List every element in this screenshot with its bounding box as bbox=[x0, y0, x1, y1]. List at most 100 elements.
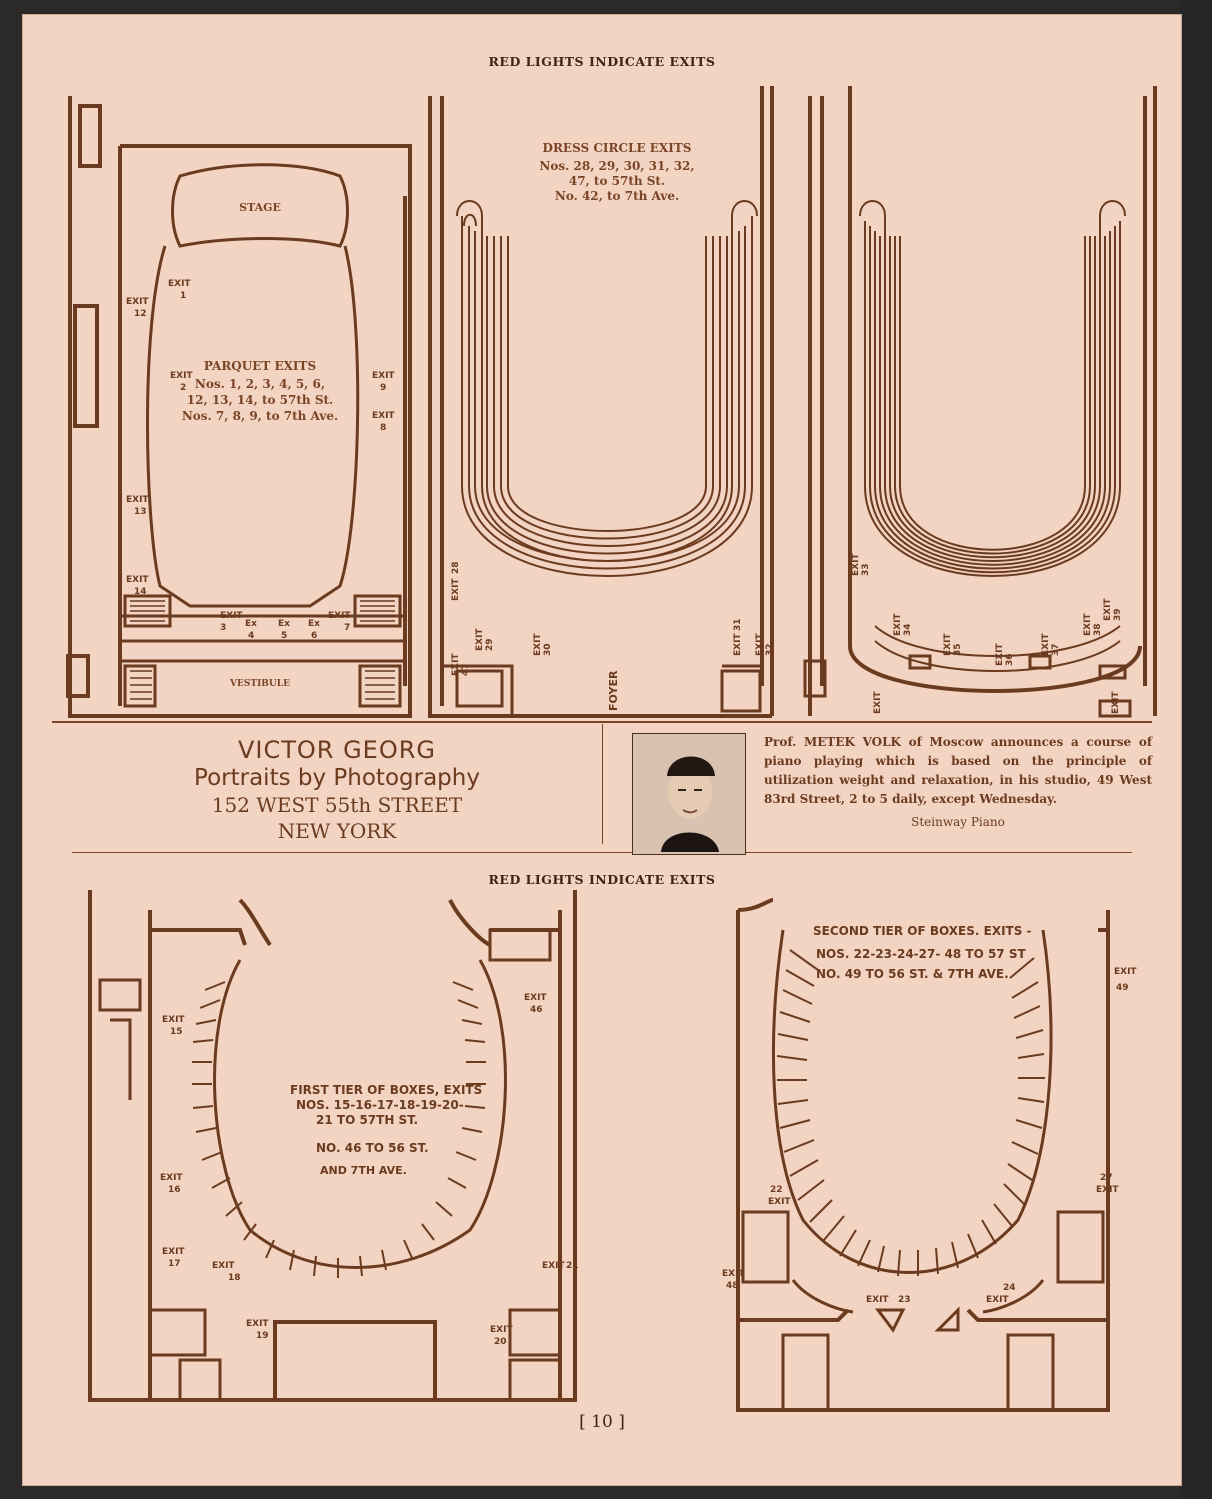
exit-label: EXIT bbox=[995, 643, 1005, 666]
exit-label: EXIT bbox=[220, 611, 243, 621]
exit-label: EXIT bbox=[986, 1295, 1009, 1305]
exit-number: 46 bbox=[530, 1005, 543, 1015]
first-tier-line4: NO. 46 TO 56 ST. bbox=[316, 1141, 429, 1155]
banner-top: RED LIGHTS INDICATE EXITS bbox=[488, 54, 716, 69]
exit-number: 8 bbox=[380, 423, 386, 433]
exit-number: 31 bbox=[733, 618, 743, 631]
exit-label: EXIT bbox=[451, 578, 461, 601]
exit-number: 6 bbox=[311, 631, 317, 641]
balcony-plan: EXIT 33 EXIT 34 EXIT 35 EXIT 36 EXIT 37 … bbox=[800, 86, 1178, 726]
exit-number: 49 bbox=[1116, 983, 1129, 993]
parquet-plan: STAGE VESTIBULE PARQUET EXITS Nos. 1, 2,… bbox=[60, 86, 440, 726]
volk-name: METEK VOLK bbox=[803, 735, 901, 749]
exit-number: 21 bbox=[566, 1261, 579, 1271]
exit-label: EXIT bbox=[212, 1261, 235, 1271]
exit-number: 17 bbox=[168, 1259, 181, 1269]
second-tier-plan: SECOND TIER OF BOXES. EXITS - NOS. 22-23… bbox=[698, 890, 1138, 1420]
banner-bottom: RED LIGHTS INDICATE EXITS bbox=[488, 872, 716, 887]
exit-number: 24 bbox=[1003, 1283, 1016, 1293]
exit-number: 33 bbox=[861, 563, 871, 576]
first-tier-line2: NOS. 15-16-17-18-19-20- bbox=[296, 1098, 464, 1112]
parquet-exits-line1: Nos. 1, 2, 3, 4, 5, 6, bbox=[195, 377, 325, 391]
first-tier-line1: FIRST TIER OF BOXES, EXITS bbox=[290, 1083, 482, 1097]
exit-number: 35 bbox=[953, 643, 963, 656]
exit-label: EXIT bbox=[524, 993, 547, 1003]
exit-label: EXIT bbox=[126, 575, 149, 585]
exit-label: EXIT bbox=[755, 633, 765, 656]
divider-vertical bbox=[602, 724, 603, 844]
divider-bottom bbox=[72, 852, 1132, 853]
exit-number: 39 bbox=[1113, 608, 1123, 621]
exit-label: Ex bbox=[308, 619, 320, 629]
first-tier-plan: FIRST TIER OF BOXES, EXITS NOS. 15-16-17… bbox=[70, 890, 590, 1420]
exit-label: EXIT bbox=[542, 1261, 565, 1271]
exit-number: 4 bbox=[248, 631, 254, 641]
exit-label: Ex bbox=[278, 619, 290, 629]
parquet-exits-title: PARQUET EXITS bbox=[204, 359, 316, 373]
exit-number: 18 bbox=[228, 1273, 241, 1283]
exit-number: 28 bbox=[451, 561, 461, 574]
exit-number: 15 bbox=[170, 1027, 183, 1037]
vestibule-label: VESTIBULE bbox=[229, 679, 290, 689]
exit-number: 30 bbox=[543, 643, 553, 656]
exit-label: EXIT bbox=[160, 1173, 183, 1183]
exit-label: EXIT bbox=[768, 1197, 791, 1207]
exit-label: EXIT bbox=[943, 633, 953, 656]
portrait-photo bbox=[632, 733, 746, 855]
exit-number: 37 bbox=[1051, 643, 1061, 656]
exit-label: EXIT bbox=[246, 1319, 269, 1329]
exit-number: 38 bbox=[1093, 623, 1103, 636]
exit-number: 7 bbox=[344, 623, 350, 633]
exit-label: EXIT bbox=[1096, 1185, 1119, 1195]
exit-number: 3 bbox=[220, 623, 226, 633]
dress-circle-line1: Nos. 28, 29, 30, 31, 32, bbox=[539, 159, 694, 173]
exit-label: EXIT bbox=[1111, 691, 1121, 714]
exit-label: EXIT bbox=[851, 553, 861, 576]
exit-label: EXIT bbox=[866, 1295, 889, 1305]
scan-background bbox=[1180, 0, 1212, 1499]
second-tier-line3: NO. 49 TO 56 ST. & 7TH AVE. bbox=[816, 967, 1009, 981]
exit-number: 1 bbox=[180, 291, 186, 301]
exit-label: EXIT bbox=[1041, 633, 1051, 656]
exit-label: EXIT bbox=[475, 628, 485, 651]
advertiser-city: NEW YORK bbox=[277, 819, 397, 843]
exit-label: EXIT bbox=[1103, 598, 1113, 621]
exit-number: 32 bbox=[765, 643, 775, 656]
exit-number: 12 bbox=[134, 309, 147, 319]
exit-label: EXIT bbox=[168, 279, 191, 289]
exit-label: EXIT bbox=[162, 1015, 185, 1025]
exit-label: Ex bbox=[245, 619, 257, 629]
exit-number: 27 bbox=[1100, 1173, 1113, 1183]
first-tier-line3: 21 TO 57TH ST. bbox=[316, 1113, 418, 1127]
exit-number: 19 bbox=[256, 1331, 269, 1341]
victor-georg-ad: VICTOR GEORG Portraits by Photography 15… bbox=[72, 734, 602, 844]
exit-number: 34 bbox=[903, 623, 913, 636]
dress-circle-line3: No. 42, to 7th Ave. bbox=[555, 189, 679, 203]
exit-label: EXIT bbox=[328, 611, 351, 621]
exit-label: EXIT bbox=[722, 1269, 745, 1279]
exit-label: EXIT bbox=[372, 371, 395, 381]
volk-prefix: Prof. bbox=[764, 735, 804, 749]
dress-circle-title: DRESS CIRCLE EXITS bbox=[543, 141, 692, 155]
exit-label: EXIT bbox=[893, 613, 903, 636]
second-tier-line1: SECOND TIER OF BOXES. EXITS - bbox=[813, 924, 1032, 938]
exit-number: 2 bbox=[180, 383, 186, 393]
exit-number: 16 bbox=[168, 1185, 181, 1195]
exit-label: EXIT bbox=[162, 1247, 185, 1257]
exit-number: 23 bbox=[898, 1295, 911, 1305]
exit-label: EXIT bbox=[873, 691, 883, 714]
page-number: [ 10 ] bbox=[579, 1412, 625, 1432]
exit-number: 14 bbox=[134, 587, 147, 597]
exit-number: 9 bbox=[380, 383, 386, 393]
dress-circle-line2: 47, to 57th St. bbox=[569, 174, 665, 188]
first-tier-line5: AND 7TH AVE. bbox=[320, 1164, 407, 1177]
exit-number: 22 bbox=[770, 1185, 783, 1195]
dress-circle-plan: DRESS CIRCLE EXITS Nos. 28, 29, 30, 31, … bbox=[422, 86, 782, 726]
exit-number: 47 bbox=[461, 663, 471, 676]
exit-label: EXIT bbox=[533, 633, 543, 656]
exit-number: 48 bbox=[726, 1281, 739, 1291]
exit-number: 13 bbox=[134, 507, 147, 517]
exit-label: EXIT bbox=[372, 411, 395, 421]
advertiser-name: VICTOR GEORG bbox=[237, 736, 437, 764]
parquet-exits-line3: Nos. 7, 8, 9, to 7th Ave. bbox=[182, 409, 338, 423]
